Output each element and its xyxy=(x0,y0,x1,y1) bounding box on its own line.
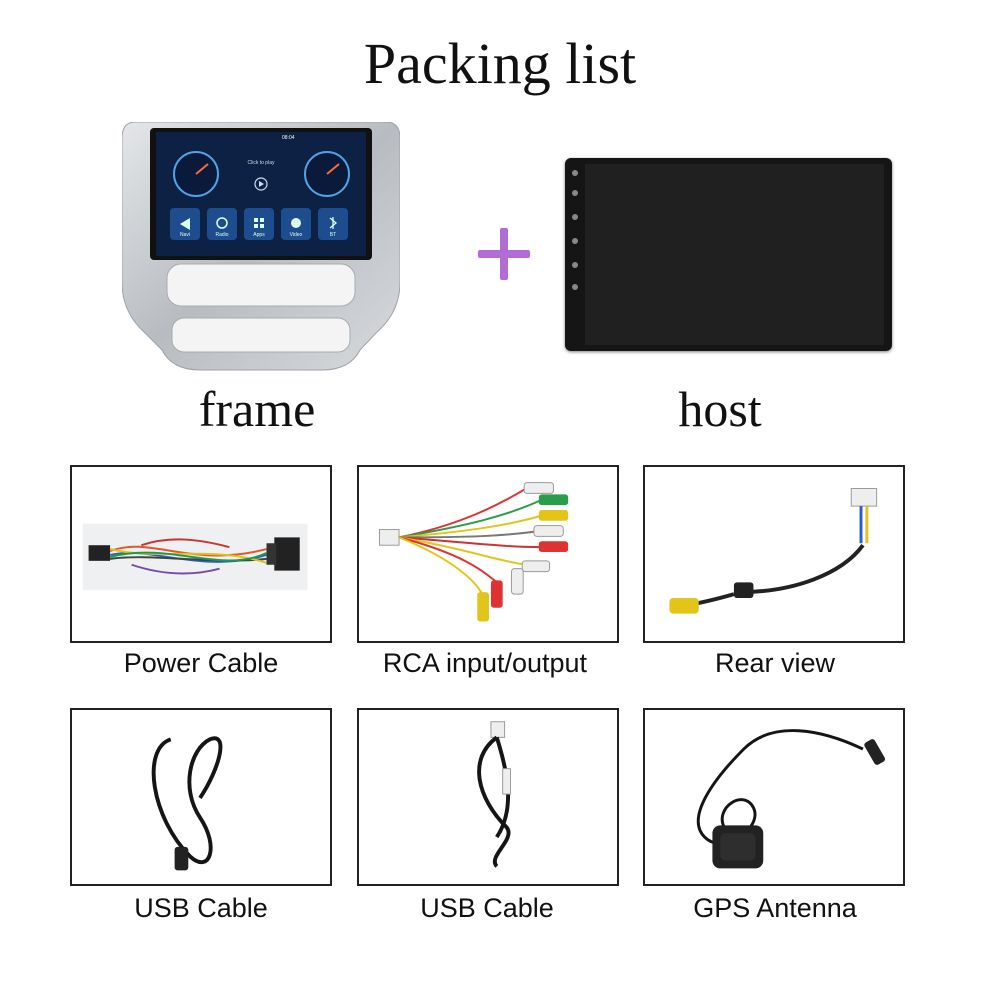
app-video: Video xyxy=(290,232,303,238)
rear-view-box xyxy=(643,465,905,643)
power-cable-label: Power Cable xyxy=(123,648,279,678)
host-button xyxy=(572,284,578,290)
frame-image: Click to play 08:04 Navi Radio Apps Vide… xyxy=(121,121,401,372)
host-button xyxy=(572,170,578,176)
usb-cable-label-2: USB Cable xyxy=(420,893,554,923)
page-title: Packing list xyxy=(363,31,637,96)
gps-antenna-icon xyxy=(697,729,886,869)
host-button xyxy=(572,190,578,196)
power-cable-box xyxy=(70,465,332,643)
host-button xyxy=(572,238,578,244)
power-cable-icon xyxy=(82,523,308,591)
host-screen xyxy=(585,164,884,345)
frame-icon: Click to play 08:04 Navi Radio Apps Vide… xyxy=(121,121,401,371)
frame-caption: frame xyxy=(198,381,316,437)
usb-cable-icon xyxy=(477,721,511,868)
rear-view-cable-icon xyxy=(669,488,878,614)
host-image xyxy=(565,158,892,351)
host-button xyxy=(572,214,578,220)
gps-antenna-label: GPS Antenna xyxy=(693,893,857,923)
rca-label: RCA input/output xyxy=(382,648,588,678)
rca-cable-box xyxy=(357,465,619,643)
rca-cable-icon xyxy=(379,482,569,622)
app-navi: Navi xyxy=(180,232,190,238)
app-apps: Apps xyxy=(253,232,265,238)
usb-cable-label-1: USB Cable xyxy=(134,893,268,923)
usb-cable-box-1 xyxy=(70,708,332,886)
rear-view-label: Rear view xyxy=(714,648,836,678)
media-text: Click to play xyxy=(248,160,275,166)
host-button xyxy=(572,262,578,268)
usb-cable-icon xyxy=(151,736,223,871)
app-bt: BT xyxy=(330,232,336,238)
clock-text: 08:04 xyxy=(282,135,295,141)
host-caption: host xyxy=(678,381,762,437)
plus-icon xyxy=(478,228,530,280)
usb-cable-box-2 xyxy=(357,708,619,886)
app-radio: Radio xyxy=(215,232,228,238)
gps-antenna-box xyxy=(643,708,905,886)
